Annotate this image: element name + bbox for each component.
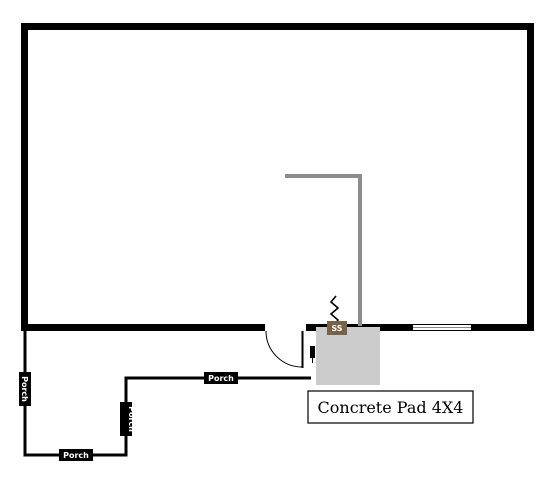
porch-text: Porch bbox=[208, 374, 234, 383]
ss-badge: SS bbox=[327, 321, 347, 335]
concrete-pad bbox=[316, 327, 380, 385]
porch-text: Porch bbox=[127, 406, 136, 432]
concrete-pad-label: Concrete Pad 4X4 bbox=[307, 390, 474, 424]
porch-text: Porch bbox=[63, 451, 89, 460]
porch-label: Porch bbox=[19, 372, 31, 406]
porch-text: Porch bbox=[20, 376, 29, 402]
ss-label: SS bbox=[331, 324, 342, 333]
door-opening bbox=[265, 323, 306, 332]
porch-label: Porch bbox=[204, 372, 238, 384]
meter-symbol bbox=[310, 346, 315, 358]
building-outline bbox=[21, 23, 534, 331]
porch-label: Porch bbox=[59, 449, 93, 461]
concrete-pad-text: Concrete Pad 4X4 bbox=[318, 398, 464, 417]
porch-path bbox=[23, 330, 311, 457]
window bbox=[412, 323, 472, 332]
gray-line bbox=[285, 174, 362, 326]
porch-label: Porch bbox=[120, 402, 136, 436]
door-swing bbox=[265, 330, 304, 368]
